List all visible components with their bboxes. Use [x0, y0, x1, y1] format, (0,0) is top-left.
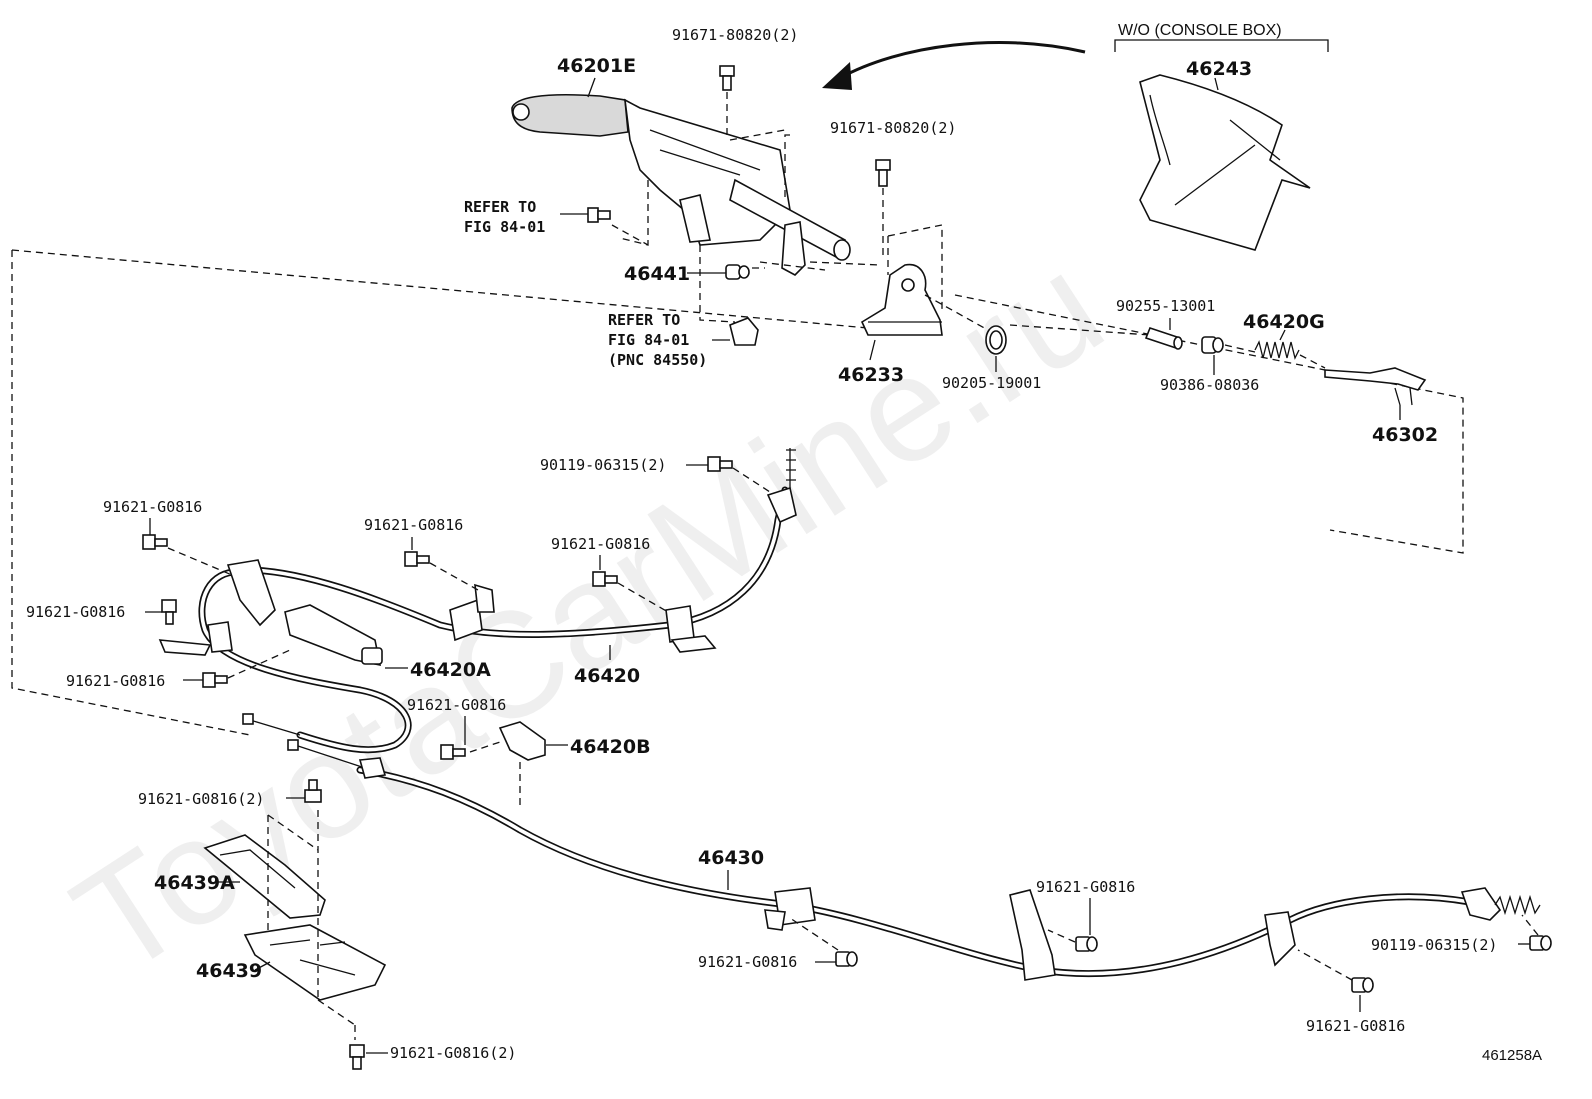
label-46439A: 46439A — [154, 872, 235, 894]
console-box-header: W/O (CONSOLE BOX) — [1114, 22, 1329, 52]
svg-text:91621-G0816: 91621-G0816 — [26, 603, 125, 621]
label-91671-80820-mid: 91671-80820(2) — [830, 119, 956, 137]
label-46439: 46439 — [196, 960, 262, 982]
label-91621-G0816-2x-top: 91621-G0816(2) — [138, 790, 264, 808]
svg-text:91621-G0816: 91621-G0816 — [407, 696, 506, 714]
svg-text:(PNC 84550): (PNC 84550) — [608, 351, 707, 369]
header-note: W/O (CONSOLE BOX) — [1118, 22, 1282, 39]
svg-text:90119-06315(2): 90119-06315(2) — [540, 456, 666, 474]
label-46441: 46441 — [624, 263, 690, 285]
lever-46201E: 46201E — [511, 55, 851, 276]
label-46201E: 46201E — [557, 55, 636, 77]
nut-90386-08036: 90386-08036 — [1160, 336, 1259, 394]
svg-text:FIG 84-01: FIG 84-01 — [608, 331, 689, 349]
label-90386-08036: 90386-08036 — [1160, 376, 1259, 394]
refer-note-2: REFER TO FIG 84-01 (PNC 84550) — [608, 311, 759, 369]
spring-46420G: 46420G — [1224, 311, 1326, 369]
svg-text:91621-G0816: 91621-G0816 — [103, 498, 202, 516]
bolt-91621-G0816-5: 91621-G0816 — [551, 535, 669, 613]
bolt-91621-G0816-2: 91621-G0816 — [26, 599, 177, 625]
grommet-46441: 46441 — [624, 263, 750, 285]
label-46233: 46233 — [838, 364, 904, 386]
svg-text:REFER TO: REFER TO — [464, 198, 536, 216]
bolt-91621-G0816-6: 91621-G0816 — [407, 696, 506, 760]
cover-46243: 46243 — [1139, 58, 1311, 251]
bolt-91621-G0816-8: 91621-G0816 — [1036, 878, 1135, 952]
cable-46420: 46420 — [236, 448, 797, 687]
bolt-91621-G0816-3: 91621-G0816 — [66, 649, 291, 690]
svg-text:FIG 84-01: FIG 84-01 — [464, 218, 545, 236]
bolt-91621-G0816-2x-top: 91621-G0816(2) — [138, 779, 322, 808]
direction-arrow — [822, 41, 1086, 90]
svg-text:90119-06315(2): 90119-06315(2) — [1371, 936, 1497, 954]
figure-code: 461258A — [1482, 1047, 1542, 1064]
label-46302: 46302 — [1372, 424, 1438, 446]
cable-46420A: 46420A — [158, 559, 491, 754]
washer-90205-19001: 90205-19001 — [924, 294, 1041, 392]
pin-90255-13001: 90255-13001 — [1009, 297, 1215, 350]
label-91621-G0816-2x-bottom: 91621-G0816(2) — [390, 1044, 516, 1062]
label-46243: 46243 — [1186, 58, 1252, 80]
svg-text:91621-G0816: 91621-G0816 — [364, 516, 463, 534]
svg-text:91621-G0816: 91621-G0816 — [66, 672, 165, 690]
bolt-90119-06315-bottom: 90119-06315(2) — [1371, 914, 1552, 954]
protector-46439A: 46439A — [154, 834, 326, 919]
bolt-90119-06315-top: 90119-06315(2) — [540, 456, 771, 493]
svg-text:REFER TO: REFER TO — [608, 311, 680, 329]
svg-text:91621-G0816: 91621-G0816 — [551, 535, 650, 553]
label-90205-19001: 90205-19001 — [942, 374, 1041, 392]
rod-46302: 46302 — [1324, 367, 1438, 446]
label-46420G: 46420G — [1243, 311, 1325, 333]
label-46420A: 46420A — [410, 659, 491, 681]
bolt-91621-G0816-2x-bottom: 91621-G0816(2) — [349, 1044, 516, 1070]
protector-46439: 46439 — [196, 924, 387, 1001]
bolt-91621-G0816-7: 91621-G0816 — [698, 917, 858, 971]
label-46430: 46430 — [698, 847, 764, 869]
clamp-46420B: 46420B — [498, 721, 651, 810]
bolt-91671-80820-left: 91671-80820(2) — [672, 26, 798, 140]
svg-text:91621-G0816: 91621-G0816 — [1036, 878, 1135, 896]
label-46420B: 46420B — [570, 736, 651, 758]
refer-note-1: REFER TO FIG 84-01 — [464, 198, 649, 246]
bolt-91621-G0816-4: 91621-G0816 — [364, 516, 479, 591]
bolt-91671-80820-mid: 91671-80820(2) — [830, 119, 956, 260]
cable-46430: 46430 — [287, 739, 1541, 981]
svg-text:91621-G0816: 91621-G0816 — [1306, 1017, 1405, 1035]
bolt-91621-G0816-1: 91621-G0816 — [103, 498, 233, 576]
assembly-frame — [11, 249, 1464, 736]
label-46420: 46420 — [574, 665, 640, 687]
label-90255-13001: 90255-13001 — [1116, 297, 1215, 315]
bracket-46233: 46233 — [838, 224, 943, 386]
bolt-91621-G0816-9: 91621-G0816 — [1297, 949, 1405, 1035]
svg-text:91621-G0816: 91621-G0816 — [698, 953, 797, 971]
label-91671-80820-left: 91671-80820(2) — [672, 26, 798, 44]
